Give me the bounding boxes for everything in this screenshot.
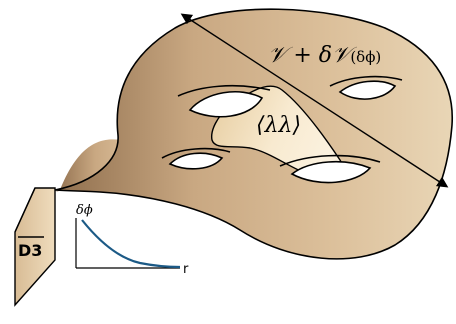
inset-plot: δϕ r xyxy=(75,203,189,277)
d3-label: D3 xyxy=(18,241,42,260)
plot-x-label: r xyxy=(183,262,189,277)
plot-curve xyxy=(81,219,181,269)
plot-y-label: δϕ xyxy=(76,203,93,218)
d3-label-group: D3 xyxy=(18,236,44,260)
brane-edge xyxy=(14,187,36,233)
volume-arrow xyxy=(180,13,449,188)
volume-label: 𝒱 + δ𝒱(δϕ) xyxy=(268,43,381,68)
condensate-label: ⟨λλ⟩ xyxy=(256,113,301,138)
